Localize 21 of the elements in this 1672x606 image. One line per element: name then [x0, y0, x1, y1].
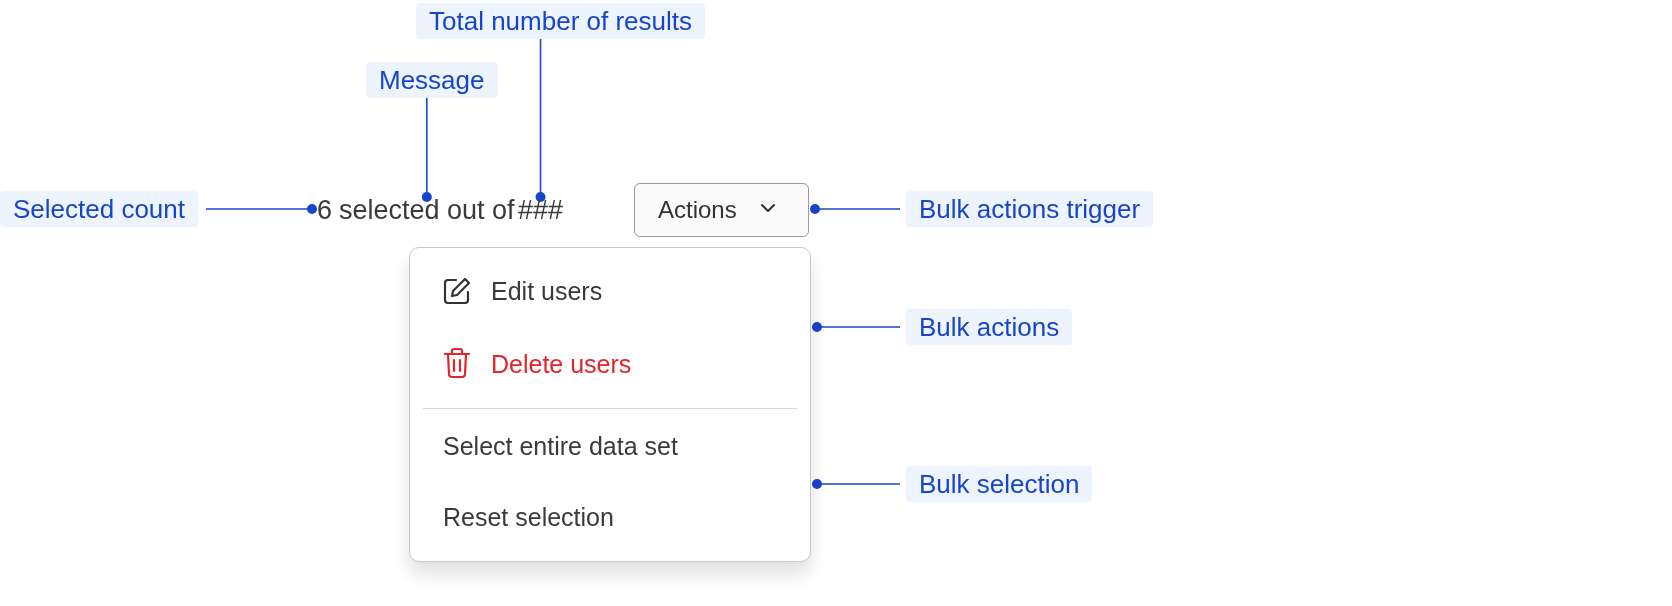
leader-line — [812, 479, 901, 489]
callout-label: Bulk actions — [906, 309, 1073, 345]
leader-line — [421, 97, 432, 202]
menu-item: Reset selection — [443, 502, 614, 532]
leader-line — [535, 38, 546, 202]
message-text: selected out of — [339, 195, 515, 225]
callout-label: Bulk selection — [906, 466, 1093, 502]
callout-label: Selected count — [0, 191, 198, 227]
count-text: 6 — [317, 195, 333, 225]
menu-item: Delete users — [491, 349, 632, 379]
menu-item: Select entire data set — [443, 431, 678, 461]
callout-label: Total number of results — [416, 3, 705, 39]
callout-label: Bulk actions trigger — [906, 191, 1154, 227]
dropdown-menu — [409, 247, 811, 562]
leader-line — [812, 322, 901, 332]
leader-line — [205, 204, 317, 214]
callout-label: Message — [366, 62, 498, 98]
total-text: ### — [518, 195, 564, 225]
menu-item: Edit users — [491, 276, 603, 306]
leader-line — [810, 204, 901, 214]
actions-button: Actions — [634, 183, 809, 237]
